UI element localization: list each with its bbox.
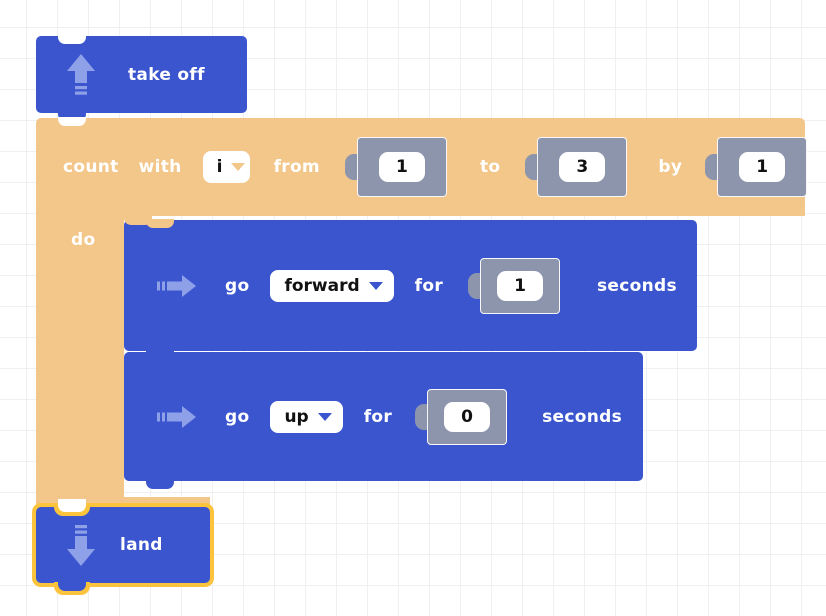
count-label: count [63,157,119,177]
arrow-up-takeoff-icon [67,53,95,95]
seconds-label: seconds [542,406,622,427]
block-go-up[interactable]: go up for 0 seconds [124,351,643,489]
with-label: with [138,157,182,177]
block-notch-top [146,351,174,360]
chevron-down-icon [231,163,246,171]
to-value-input[interactable]: 3 [525,138,627,196]
loop-variable-value: i [216,157,223,177]
duration-value[interactable]: 1 [497,270,544,301]
count-loop-body: do [36,216,152,497]
block-notch-bottom [58,112,86,121]
loop-variable-dropdown[interactable]: i [202,151,250,183]
loop-inner-stack: go forward for 1 seconds [124,219,697,489]
block-notch-top [146,219,174,228]
puzzle-tab-icon [468,272,483,299]
from-value-input[interactable]: 1 [344,138,446,196]
puzzle-tab-icon [344,154,359,180]
go-label: go [225,275,250,296]
block-notch-bottom [146,480,174,489]
arrow-right-move-icon [157,405,196,428]
chevron-down-icon [368,281,383,290]
puzzle-tab-icon [415,403,430,430]
duration-input-forward[interactable]: 1 [468,258,560,313]
for-label: for [363,406,393,427]
puzzle-tab-icon [525,154,540,180]
selection-notch-top [54,499,90,516]
duration-input-up[interactable]: 0 [415,389,507,444]
puzzle-tab-icon [705,154,720,180]
direction-value: forward [284,275,360,296]
take-off-label: take off [128,64,205,85]
block-take-off[interactable]: take off [36,35,247,121]
land-label: land [120,535,163,555]
by-label: by [658,157,683,177]
direction-dropdown-up[interactable]: up [270,400,343,433]
direction-value: up [284,406,309,427]
block-count-loop[interactable]: count with i from 1 to 3 [36,117,807,529]
from-label: from [273,157,320,177]
seconds-label: seconds [597,275,677,296]
chevron-down-icon [317,412,332,421]
count-loop-header[interactable]: count with i from 1 to 3 [36,117,807,216]
do-label: do [71,230,96,250]
by-value-input[interactable]: 1 [705,138,807,196]
to-value[interactable]: 3 [559,152,606,182]
block-land[interactable]: land [36,499,210,595]
block-notch-top [58,117,86,126]
to-label: to [479,157,501,177]
by-value[interactable]: 1 [739,152,786,182]
arrow-right-move-icon [157,274,196,297]
duration-value[interactable]: 0 [444,401,491,432]
block-go-forward[interactable]: go forward for 1 seconds [124,219,697,351]
selection-notch-bottom [54,582,90,595]
direction-dropdown-forward[interactable]: forward [270,269,394,302]
from-value[interactable]: 1 [378,152,425,182]
inner-statement-notch [124,216,152,225]
for-label: for [414,275,444,296]
go-label: go [225,406,250,427]
arrow-down-land-icon [67,525,95,566]
block-notch-top [58,35,86,44]
